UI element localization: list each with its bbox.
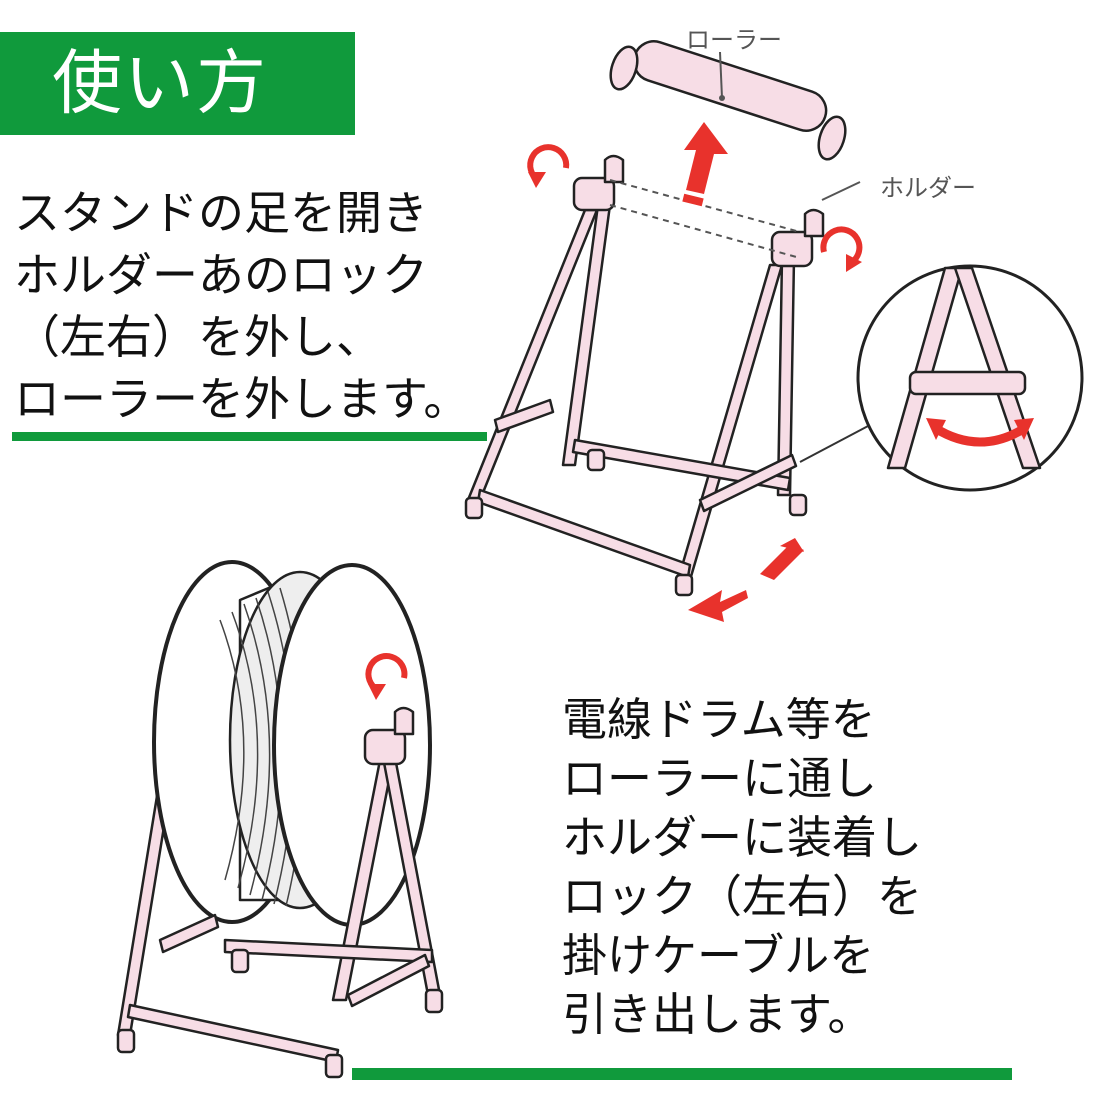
rotate-arrow-icon	[527, 144, 863, 265]
step1-line: ホルダーあのロック	[14, 248, 428, 302]
holder-illustration	[572, 154, 825, 268]
step1-line: （左右）を外し、	[14, 310, 382, 364]
step1-line: ローラーを外します。	[14, 372, 470, 426]
step1-line: スタンドの足を開き	[14, 186, 428, 240]
holder-label: ホルダー	[880, 174, 976, 202]
roller-illustration	[609, 40, 847, 161]
step2-line: ホルダーに装着し	[562, 811, 923, 864]
step2-line: 引き出します。	[562, 988, 873, 1041]
step2-line: ロック（左右）を	[562, 870, 923, 923]
drum-stand-illustration	[116, 560, 444, 1079]
lock-rotate-arrow-icon	[365, 653, 408, 700]
step1-instructions: スタンドの足を開き ホルダーあのロック （左右）を外し、 ローラーを外します。	[14, 182, 469, 430]
step2-instructions: 電線ドラム等を ローラーに通し ホルダーに装着し ロック（左右）を 掛けケーブル…	[562, 690, 922, 1044]
step2-line: 電線ドラム等を	[562, 693, 876, 746]
step2-line: ローラーに通し	[562, 752, 878, 805]
roller-label: ローラー	[686, 26, 782, 54]
step2-line: 掛けケーブルを	[562, 929, 875, 982]
detail-magnifier	[799, 264, 1084, 492]
section-header: 使い方	[0, 32, 355, 135]
page-title: 使い方	[52, 42, 268, 124]
step2-underline	[352, 1068, 1012, 1080]
stand-illustration-top	[464, 40, 847, 597]
lift-arrow-icon	[682, 122, 728, 207]
spread-arrow-icon	[688, 538, 804, 622]
step1-underline	[12, 432, 487, 441]
